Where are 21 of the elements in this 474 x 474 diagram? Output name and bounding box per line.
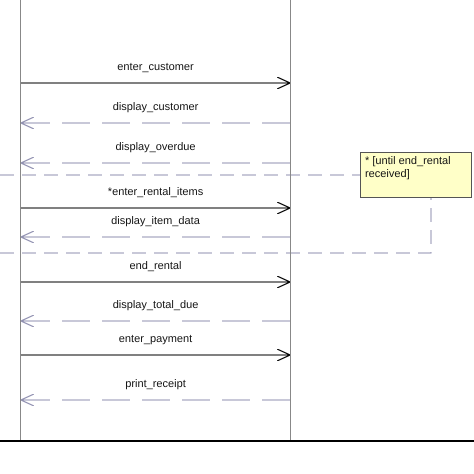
message-label: *enter_rental_items	[106, 186, 206, 199]
message-arrow	[20, 230, 290, 244]
message-arrow	[20, 156, 290, 170]
lifeline	[290, 0, 292, 440]
message-label: end_rental	[128, 260, 184, 273]
message-label: display_total_due	[110, 299, 200, 312]
message-label: display_overdue	[113, 141, 198, 154]
message-arrow	[20, 314, 290, 328]
message-arrow	[20, 116, 290, 130]
message-label: display_item_data	[109, 215, 202, 228]
message-label: enter_customer	[115, 61, 196, 74]
message-label: enter_payment	[116, 333, 194, 346]
lifeline	[20, 0, 22, 440]
message-label: display_customer	[110, 101, 200, 114]
message-arrow	[20, 275, 291, 289]
message-arrow	[20, 201, 291, 215]
message-arrow	[20, 76, 291, 90]
message-arrow	[20, 348, 291, 362]
note-box: * [until end_rental received]	[360, 152, 472, 198]
message-label: print_receipt	[123, 378, 188, 391]
message-arrow	[20, 393, 290, 407]
